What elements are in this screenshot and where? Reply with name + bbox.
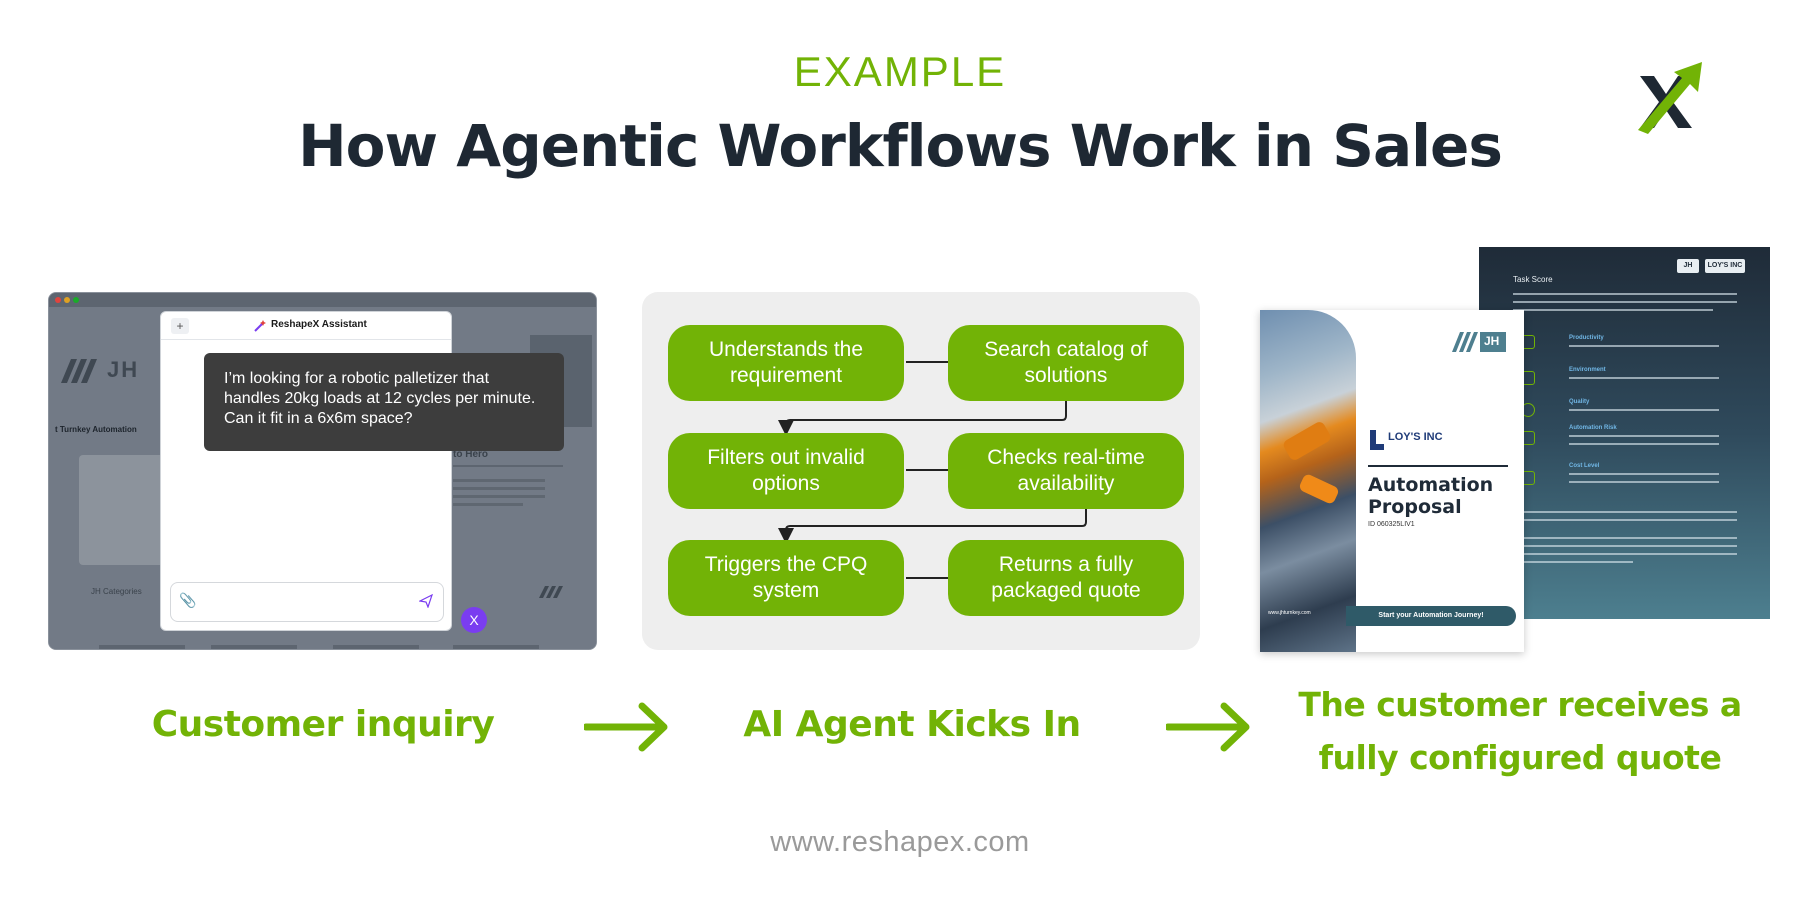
site-thumbnail <box>211 645 297 649</box>
loys-brand-icon <box>1370 430 1384 450</box>
divider <box>1368 465 1508 467</box>
jh-logo-text: JH <box>1484 334 1500 348</box>
site-thumbnail <box>333 645 419 649</box>
flow-step-understands: Understands the requirement <box>668 325 904 401</box>
site-text-line <box>453 495 545 498</box>
robot-arm-shape <box>1297 472 1341 506</box>
key-cost-level: Cost Level <box>1569 463 1600 469</box>
reshapex-logo-icon <box>1638 62 1702 134</box>
text-line <box>1513 545 1737 547</box>
text-line <box>1513 561 1633 563</box>
flow-step-cpq: Triggers the CPQ system <box>668 540 904 616</box>
site-stripes-small-icon <box>539 586 563 598</box>
text-line <box>1513 537 1737 539</box>
text-line <box>1513 519 1737 521</box>
customer-message-bubble: I’m looking for a robotic palletizer tha… <box>204 353 564 451</box>
flow-arrow <box>778 508 1087 544</box>
page-title: How Agentic Workflows Work in Sales <box>298 112 1503 180</box>
attachment-icon[interactable]: 📎 <box>179 593 197 609</box>
text-line <box>1513 309 1713 311</box>
text-line <box>1569 481 1719 483</box>
loys-logo-small: LOY'S INC <box>1705 259 1745 273</box>
site-brand-logo: JH <box>107 357 140 382</box>
label-customer-inquiry: Customer inquiry <box>151 704 495 745</box>
automation-proposal-document: JH LOY'S INC Automation Proposal ID 0603… <box>1260 310 1524 652</box>
maximize-dot-icon <box>73 297 79 303</box>
text-line <box>1569 443 1719 445</box>
chat-header: + ReshapeX Assistant <box>161 312 451 340</box>
flow-step-search-catalog: Search catalog of solutions <box>948 325 1184 401</box>
key-environment: Environment <box>1569 367 1606 373</box>
text-line <box>1569 409 1719 411</box>
task-score-title: Task Score <box>1513 275 1553 284</box>
text-line <box>1569 435 1719 437</box>
proposal-cta: Start your Automation Journey! <box>1346 606 1516 626</box>
flow-step-filter: Filters out invalid options <box>668 433 904 509</box>
arrow-right-icon <box>1166 702 1250 752</box>
key-productivity: Productivity <box>1569 335 1604 341</box>
task-score-document: JH LOY'S INC Task Score Productivity Env… <box>1479 247 1770 619</box>
send-icon[interactable] <box>419 594 433 608</box>
robot-arm-photo <box>1260 310 1356 652</box>
footer-url[interactable]: www.reshapex.com <box>770 826 1030 858</box>
text-line <box>1569 345 1719 347</box>
label-ai-agent: AI Agent Kicks In <box>743 704 1081 745</box>
site-text-line <box>453 503 523 506</box>
eyebrow-label: EXAMPLE <box>793 48 1007 95</box>
close-chat-button[interactable]: X <box>461 607 487 633</box>
site-name: t Turnkey Automation <box>55 425 137 434</box>
close-dot-icon <box>55 297 61 303</box>
flow-step-availability: Checks real-time availability <box>948 433 1184 509</box>
robot-arm-shape <box>1281 419 1333 463</box>
loys-brand-name: LOY'S INC <box>1388 431 1443 443</box>
site-text-line <box>453 479 545 482</box>
site-stripes-icon <box>61 359 97 383</box>
divider <box>453 465 563 467</box>
site-text-line <box>453 487 545 490</box>
magic-wand-icon <box>254 320 266 332</box>
assistant-title: ReshapeX Assistant <box>271 319 367 330</box>
new-chat-button[interactable]: + <box>171 318 189 334</box>
site-thumbnail <box>99 645 185 649</box>
site-categories-label: JH Categories <box>91 587 142 596</box>
text-line <box>1513 511 1737 513</box>
arrow-right-icon <box>584 702 668 752</box>
flow-step-return-quote: Returns a fully packaged quote <box>948 540 1184 616</box>
minimize-dot-icon <box>64 297 70 303</box>
key-automation-risk: Automation Risk <box>1569 425 1617 431</box>
chat-message-input[interactable]: 📎 <box>170 582 444 622</box>
site-hero-heading: to Hero <box>453 449 488 460</box>
customer-inquiry-panel: JH t Turnkey Automation to Hero JH Categ… <box>48 292 597 650</box>
text-line <box>1569 473 1719 475</box>
jh-logo-small: JH <box>1677 259 1699 273</box>
text-line <box>1513 301 1737 303</box>
proposal-url: www.jhturnkey.com <box>1268 610 1311 616</box>
site-thumbnail <box>453 645 539 649</box>
jh-logo-icon <box>1452 332 1506 352</box>
key-quality: Quality <box>1569 399 1590 405</box>
proposal-id: ID 060325LIV1 <box>1368 521 1415 528</box>
text-line <box>1513 293 1737 295</box>
text-line <box>1569 377 1719 379</box>
proposal-title: Automation Proposal <box>1368 474 1494 518</box>
label-customer-receives-quote: The customer receives a fully configured… <box>1298 685 1742 777</box>
text-line <box>1513 553 1737 555</box>
browser-bar <box>49 293 596 307</box>
flow-arrow <box>778 400 1067 436</box>
